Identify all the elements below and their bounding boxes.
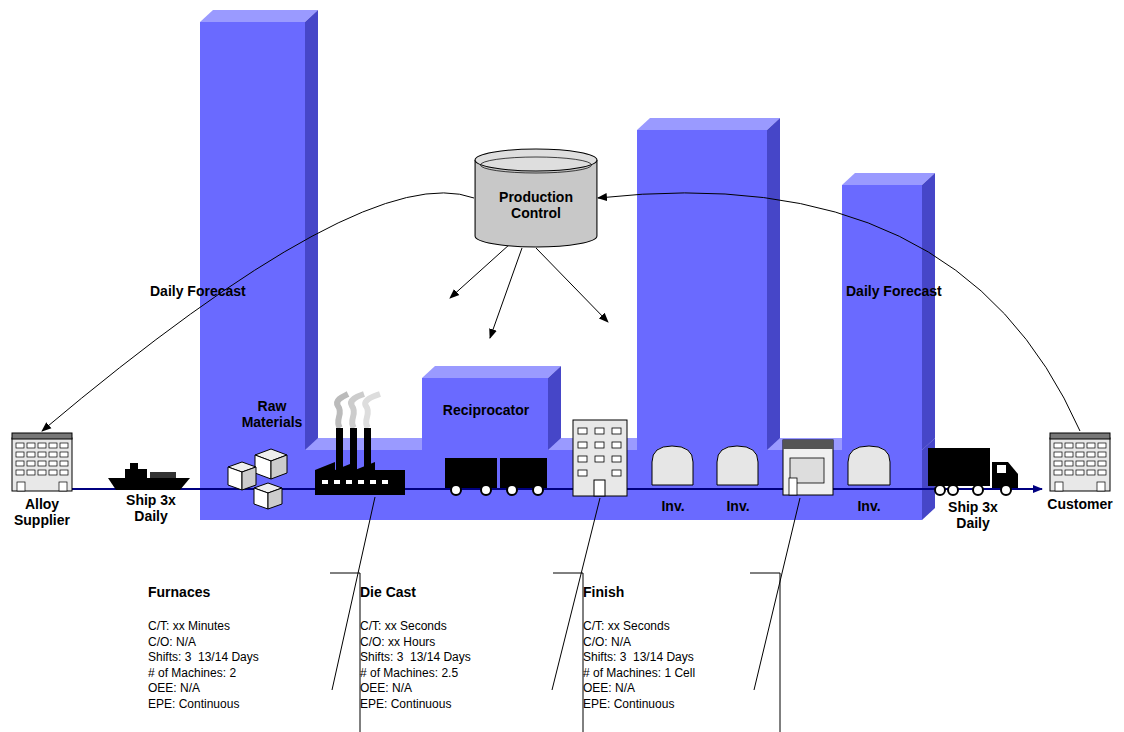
process-title: Furnaces xyxy=(148,584,342,601)
supplier-node: Alloy Supplier xyxy=(6,432,78,528)
raw-materials-icon xyxy=(228,449,287,509)
shipping-truck-icon xyxy=(928,448,1018,495)
process-data-line: Shifts: 3 13/14 Days xyxy=(583,650,777,666)
shipping-label: Ship 3x Daily xyxy=(118,492,184,524)
inventory-bars xyxy=(200,10,935,520)
data-box-brackets xyxy=(330,497,800,732)
node-label: Production Control xyxy=(474,175,598,221)
process-data-line: C/T: xx Seconds xyxy=(360,619,554,635)
customer-node: Customer xyxy=(1040,432,1120,512)
process-data-line: C/T: xx Seconds xyxy=(583,619,777,635)
building-icon xyxy=(11,432,73,492)
schedule-arrows xyxy=(450,244,608,338)
process-data-line: EPE: Continuous xyxy=(148,697,342,713)
inventory-label: Inv. xyxy=(715,498,761,514)
inventory-label: Inv. xyxy=(846,498,892,514)
process-data-box: Die CastC/T: xx SecondsC/O: xx HoursShif… xyxy=(360,584,554,712)
process-data-line: Shifts: 3 13/14 Days xyxy=(360,650,554,666)
die-cast-building-icon xyxy=(573,420,627,496)
reciprocator-truck-icon xyxy=(445,458,547,495)
process-data-line: Shifts: 3 13/14 Days xyxy=(148,650,342,666)
process-data-line: EPE: Continuous xyxy=(360,697,554,713)
inventory-label: Inv. xyxy=(650,498,696,514)
process-data-line: EPE: Continuous xyxy=(583,697,777,713)
building-icon xyxy=(1049,432,1111,492)
process-data-line: OEE: N/A xyxy=(583,681,777,697)
forecast-label: Daily Forecast xyxy=(846,283,966,299)
process-data-box: FurnacesC/T: xx MinutesC/O: N/AShifts: 3… xyxy=(148,584,342,712)
process-data-box: FinishC/T: xx SecondsC/O: N/AShifts: 3 1… xyxy=(583,584,777,712)
production-control-cylinder: Production Control xyxy=(474,148,598,248)
process-data-line: C/O: xx Hours xyxy=(360,635,554,651)
finish-cell-icon xyxy=(783,440,833,495)
forecast-label: Daily Forecast xyxy=(150,283,270,299)
process-data-line: C/O: N/A xyxy=(148,635,342,651)
process-title: Finish xyxy=(583,584,777,601)
process-data-line: C/T: xx Minutes xyxy=(148,619,342,635)
process-data-line: # of Machines: 2.5 xyxy=(360,666,554,682)
process-data-line: C/O: N/A xyxy=(583,635,777,651)
process-data-line: OEE: N/A xyxy=(148,681,342,697)
process-data-line: # of Machines: 2 xyxy=(148,666,342,682)
shipping-label: Ship 3x Daily xyxy=(940,499,1006,531)
ship-icon xyxy=(108,463,190,490)
inventory-label: Raw Materials xyxy=(236,398,308,430)
furnace-icon xyxy=(315,394,405,495)
process-data-line: # of Machines: 1 Cell xyxy=(583,666,777,682)
information-flow-arrow xyxy=(42,193,474,431)
flow-line xyxy=(72,488,1042,490)
node-label: Customer xyxy=(1040,496,1120,512)
inventory-icon xyxy=(652,446,890,485)
transport-label: Reciprocator xyxy=(428,402,544,418)
node-label: Alloy Supplier xyxy=(6,496,78,528)
process-title: Die Cast xyxy=(360,584,554,601)
process-data-line: OEE: N/A xyxy=(360,681,554,697)
information-flow-arrow xyxy=(598,193,1080,431)
